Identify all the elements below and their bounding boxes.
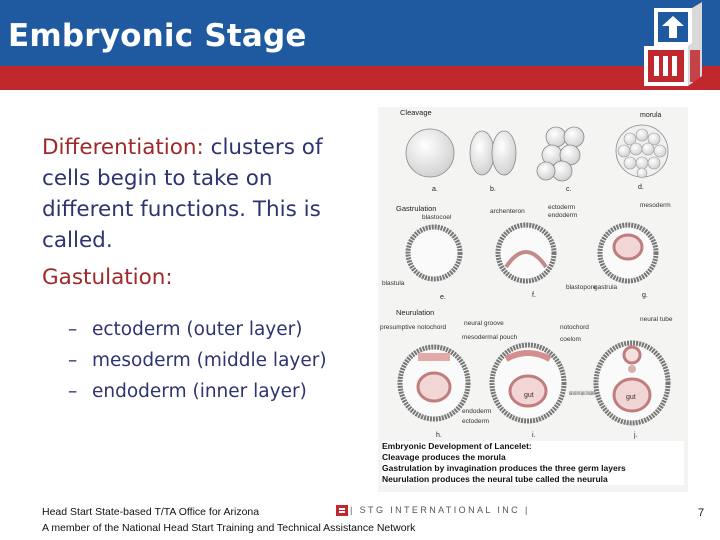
differentiation-text: clusters of cells begin to take on diffe…	[42, 135, 323, 253]
caption-title: Embryonic Development of Lancelet:	[382, 441, 532, 451]
label-j: j.	[633, 432, 638, 439]
label-b: b.	[490, 186, 496, 193]
cleavage-label: Cleavage	[400, 108, 432, 117]
embryo-illustration: Cleavage morula a	[380, 108, 673, 439]
layer-text: ectoderm (outer layer)	[92, 319, 303, 340]
endoderm-label-2: endoderm	[462, 408, 491, 415]
early-neurula-drawing	[397, 344, 471, 422]
neural-groove-label: neural groove	[464, 320, 504, 327]
header-stripe	[0, 66, 720, 90]
layer-text: mesoderm (middle layer)	[92, 350, 327, 371]
late-neurula-drawing	[593, 340, 671, 426]
dash-bullet: –	[68, 381, 78, 402]
slide-number: 7	[698, 507, 705, 519]
morula-stage	[615, 124, 669, 179]
stg-logo-text: | STG INTERNATIONAL INC |	[350, 505, 530, 515]
blastula-label: blastula	[382, 280, 405, 287]
caption-line: Cleavage produces the morula	[382, 452, 506, 462]
endoderm-label: endoderm	[548, 212, 577, 219]
body-text: Differentiation: clusters of cells begin…	[42, 132, 362, 293]
header-bar	[0, 0, 720, 66]
layer-text: endoderm (inner layer)	[92, 381, 307, 402]
gastulation-term: Gastulation:	[42, 265, 173, 290]
ectoderm-label-2: ectoderm	[462, 418, 489, 425]
slide-title: Embryonic Stage	[8, 18, 307, 54]
label-a: a.	[432, 186, 438, 193]
blastopore-label: blastopore	[566, 284, 597, 291]
label-e: e.	[440, 294, 446, 301]
list-item: –ectoderm (outer layer)	[68, 314, 368, 345]
mid-neurula-drawing	[489, 342, 567, 424]
footer-network-line: A member of the National Head Start Trai…	[42, 522, 416, 534]
label-g: g.	[642, 292, 648, 299]
eight-cell-stage	[536, 126, 585, 182]
embryo-development-figure: Cleavage morula a	[378, 107, 688, 492]
list-item: –mesoderm (middle layer)	[68, 345, 368, 376]
label-h: h.	[436, 432, 442, 439]
differentiation-paragraph: Differentiation: clusters of cells begin…	[42, 132, 362, 256]
morula-label: morula	[640, 112, 662, 119]
mesoderm-label: mesoderm	[640, 202, 671, 209]
blastula-drawing	[405, 224, 463, 282]
neural-tube-label: neural tube	[640, 316, 673, 323]
archenteron-label: archenteron	[490, 208, 525, 215]
label-i: i.	[532, 432, 536, 439]
differentiation-term: Differentiation:	[42, 135, 204, 160]
mesodermal-pouch-label: mesodermal pouch	[462, 334, 518, 341]
list-item: –endoderm (inner layer)	[68, 376, 368, 407]
gastrulation-label: Gastrulation	[396, 204, 436, 213]
zygote-cell	[405, 128, 455, 178]
label-f: f.	[532, 292, 536, 299]
coelom-label: coelom	[560, 336, 581, 343]
ectoderm-label: ectoderm	[548, 204, 575, 211]
notochord-label: notochord	[560, 324, 589, 331]
germ-layer-list: –ectoderm (outer layer) –mesoderm (middl…	[68, 314, 368, 407]
stg-mark-icon	[336, 505, 348, 516]
gut-label: gut	[524, 392, 534, 399]
gastulation-paragraph: Gastulation:	[42, 262, 362, 293]
blastocoel-label: blastocoel	[422, 214, 452, 221]
head-start-blocks-logo	[644, 2, 702, 86]
label-d: d.	[638, 184, 644, 191]
presumptive-notochord-label: presumptive notochord	[380, 324, 447, 331]
footer-office-line: Head Start State-based T/TA Office for A…	[42, 506, 260, 518]
neurulation-label: Neurulation	[396, 308, 434, 317]
gastrula-drawing	[597, 222, 659, 284]
dash-bullet: –	[68, 350, 78, 371]
early-gastrula-drawing	[495, 222, 557, 284]
caption-line: Gastrulation by invagination produces th…	[382, 463, 626, 473]
figure-caption: Embryonic Development of Lancelet: Cleav…	[382, 441, 684, 485]
stg-international-logo: | STG INTERNATIONAL INC |	[336, 503, 530, 517]
gut-label-2: gut	[626, 394, 636, 401]
label-c: c.	[566, 186, 572, 193]
caption-line: Neurulation produces the neural tube cal…	[382, 474, 608, 484]
outer-inner-mesoderm-label: outer and inner layers of mesoderm	[569, 390, 595, 397]
dash-bullet: –	[68, 319, 78, 340]
gastrula-label: gastrula	[594, 284, 618, 291]
two-cell-stage	[469, 130, 517, 176]
